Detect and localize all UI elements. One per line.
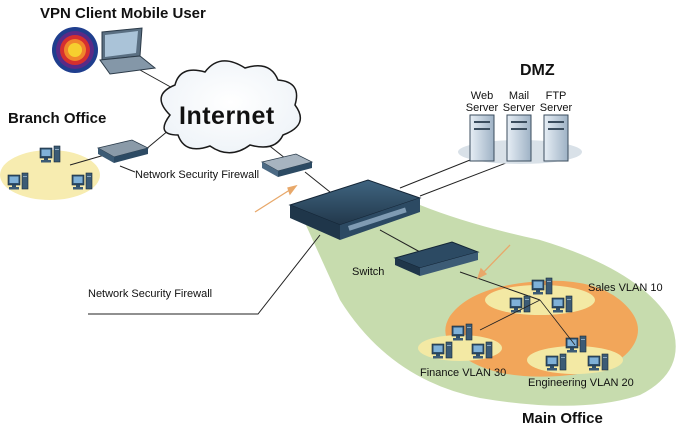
ftp-server-label: FTP Server: [539, 90, 573, 114]
branch-office-label: Branch Office: [8, 110, 107, 127]
ftp-server-icon: [543, 114, 569, 162]
vpn-client-label: VPN Client Mobile User: [40, 5, 206, 22]
engineering-vlan-label: Engineering VLAN 20: [528, 377, 634, 389]
web-server-icon: [469, 114, 495, 162]
branch-firewall-icon: [96, 139, 150, 163]
main-firewall-label: Network Security Firewall: [88, 288, 213, 300]
vpn-user-icon: [52, 27, 98, 73]
traffic-arrows: [254, 184, 511, 280]
web-server-label: Web Server: [465, 90, 499, 114]
mail-server-label: Mail Server: [502, 90, 536, 114]
main-firewall-icon: [288, 179, 422, 240]
finance-vlan-label: Finance VLAN 30: [420, 367, 507, 379]
sales-vlan-label: Sales VLAN 10: [588, 282, 663, 294]
laptop-icon: [99, 27, 157, 75]
switch-label: Switch: [352, 266, 385, 278]
switch-icon: [393, 241, 480, 276]
dmz-label: DMZ: [520, 62, 555, 79]
internet-cloud-icon: [160, 60, 302, 154]
mail-server-icon: [506, 114, 532, 162]
edge-firewall-icon: [260, 153, 314, 177]
main-office-label: Main Office: [522, 410, 603, 427]
dmz-servers: [458, 114, 582, 164]
internet-label: Internet: [179, 102, 275, 130]
branch-firewall-label: Network Security Firewall: [135, 169, 260, 181]
vlan-links: [479, 299, 576, 346]
